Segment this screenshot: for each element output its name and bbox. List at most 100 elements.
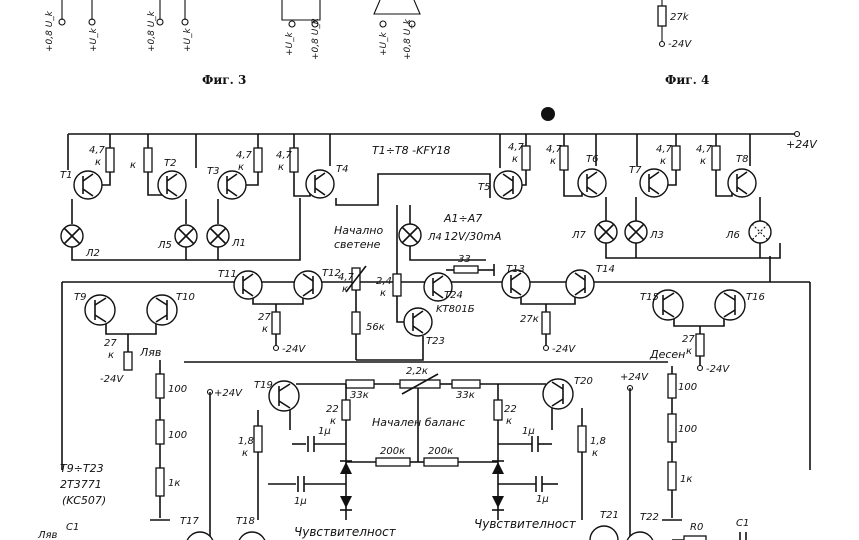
label-right: Десен [649, 348, 685, 361]
fig3-fragment: +0,8 U_k +U_k +0,8 U_k +U_k +U_k +0,8 U_… [45, 0, 421, 87]
svg-text:100: 100 [168, 384, 187, 395]
transistor-T3 [217, 170, 247, 200]
transistor-T16 [714, 289, 746, 321]
middle-transistor-labels: T9 T10 T11 T12 T13 T14 T15 T16 [74, 264, 765, 303]
svg-text:T4: T4 [336, 164, 348, 175]
svg-text:к: к [238, 162, 244, 173]
svg-text:к: к [342, 284, 348, 295]
svg-text:Л5: Л5 [157, 240, 172, 251]
ink-dot [541, 107, 555, 121]
svg-text:27к: 27к [520, 314, 539, 325]
svg-text:Л2: Л2 [85, 248, 100, 259]
svg-text:4,7: 4,7 [338, 272, 355, 283]
bottom-transistors: T17 T18 T21 T22 [180, 510, 659, 540]
svg-text:1µ: 1µ [318, 426, 331, 437]
fig3-pin-label: +0,8 U_k [45, 10, 55, 52]
resistors-4k7-row [100, 145, 733, 197]
svg-text:1µ: 1µ [536, 494, 549, 505]
svg-text:27: 27 [682, 334, 695, 345]
svg-text:27: 27 [258, 312, 271, 323]
svg-text:к: к [686, 346, 692, 357]
svg-text:T9÷T23: T9÷T23 [60, 462, 104, 475]
svg-text:4,7: 4,7 [236, 150, 253, 161]
svg-text:KT801Б: KT801Б [436, 304, 475, 315]
supply-pos-right: +24V [620, 372, 649, 383]
svg-text:Л4: Л4 [427, 232, 442, 243]
input-caps-diodes: 1µ 1µ 1µ 1µ [268, 426, 558, 520]
svg-text:22: 22 [326, 404, 339, 415]
svg-text:4,7: 4,7 [656, 144, 673, 155]
transistor-T9 [84, 294, 116, 326]
resistor-labels-4k7: 4,7 к к 4,7 к 4,7 к 4,7 к 4,7 к 4,7 к 4,… [89, 142, 713, 173]
svg-text:T17: T17 [180, 516, 199, 527]
svg-text:T14: T14 [596, 264, 615, 275]
supply-pos-left: +24V [214, 388, 243, 399]
figure-caption-3: Фиг. 3 [202, 73, 246, 87]
lamp-return [71, 243, 781, 261]
svg-text:Л1: Л1 [231, 238, 246, 249]
svg-text:C1: C1 [736, 518, 749, 529]
mid-bus-taps [61, 282, 811, 470]
transistor-T11 [233, 270, 263, 300]
svg-text:к: к [700, 156, 706, 167]
svg-text:к: к [330, 416, 336, 427]
svg-text:1,8: 1,8 [238, 436, 254, 447]
middle-transistor-row [84, 269, 746, 326]
svg-text:-24V: -24V [100, 374, 124, 385]
resistors-1k8: 1,8 к 1,8 к [238, 408, 606, 520]
lower-supply [206, 384, 634, 540]
transistor-T20 [542, 378, 574, 410]
transistor-T19 [268, 380, 300, 412]
svg-text:T23: T23 [426, 336, 445, 347]
resistors-200k: 200к 200к [346, 388, 498, 467]
fig4-resistor-label: 27k [670, 12, 690, 23]
svg-text:33к: 33к [350, 390, 369, 401]
lamp-feeds [71, 173, 761, 246]
bottom-right-rc: R0 C1 [672, 518, 749, 540]
fig3-pin-label: +0,8 U_k [147, 10, 157, 52]
svg-text:56к: 56к [366, 322, 385, 333]
label-sensitivity-right: Чувствителност [474, 517, 577, 531]
svg-text:к: к [95, 157, 101, 168]
svg-text:T10: T10 [176, 292, 195, 303]
lamp-L7 [594, 220, 618, 244]
fig3-pin-label: +U_k [183, 27, 193, 52]
transistor-T14 [565, 269, 595, 299]
upper-transistor-row [73, 168, 757, 200]
svg-text:1к: 1к [168, 478, 180, 489]
figure-caption-4: Фиг. 4 [665, 73, 709, 87]
upper-transistor-labels: T1 T2 T3 T4 T5 T6 T7 T8 [60, 154, 748, 193]
lamp-L2 [60, 224, 84, 248]
note-lamp-rating: 12V/30mA [444, 230, 501, 243]
svg-text:100: 100 [168, 430, 187, 441]
transistor-T4 [305, 169, 335, 199]
svg-text:T22: T22 [640, 512, 659, 523]
svg-text:1µ: 1µ [522, 426, 535, 437]
svg-text:4,7: 4,7 [508, 142, 525, 153]
svg-text:4,7: 4,7 [696, 144, 713, 155]
label-c1-left: C1 [66, 522, 79, 533]
svg-text:T12: T12 [322, 268, 341, 279]
transistor-T5 [493, 170, 523, 200]
svg-text:22: 22 [504, 404, 517, 415]
svg-text:200к: 200к [380, 446, 405, 457]
lamp-L3 [624, 220, 648, 244]
svg-text:27: 27 [104, 338, 117, 349]
right-chain: 100 100 1к [662, 366, 697, 521]
fig4-supply-label: -24V [668, 39, 692, 50]
svg-text:T16: T16 [746, 292, 765, 303]
label-T20: T20 [574, 376, 593, 387]
svg-text:T2: T2 [164, 158, 176, 169]
note-t9-t23: T9÷T23 2T3771 (KC507) [60, 462, 106, 507]
note-initial-light-1: Начално [334, 224, 383, 237]
svg-text:к: к [262, 324, 268, 335]
label-left: Ляв [139, 346, 161, 359]
svg-text:T7: T7 [629, 165, 642, 176]
svg-text:к: к [592, 448, 598, 459]
svg-text:Л6: Л6 [725, 230, 740, 241]
transistor-T10 [146, 294, 178, 326]
lamp-L1 [206, 224, 230, 248]
svg-text:к: к [550, 156, 556, 167]
fig3-pin-label: +U_k [285, 31, 295, 56]
